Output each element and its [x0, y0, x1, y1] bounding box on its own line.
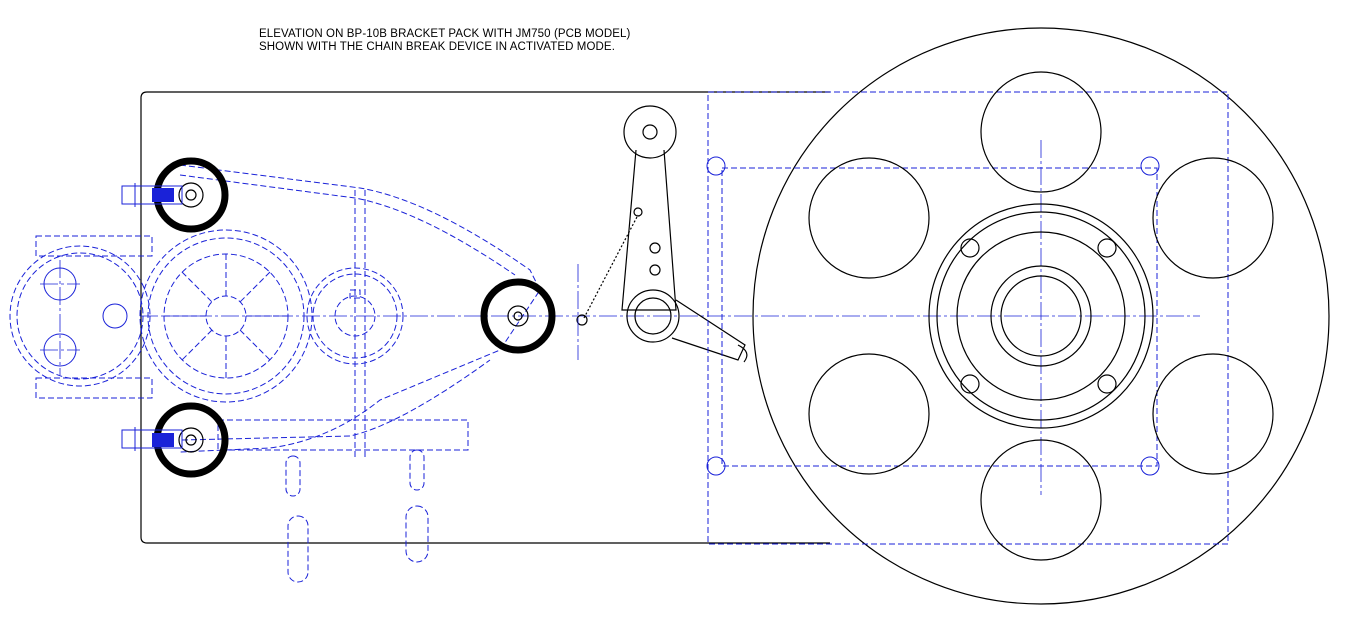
- pinion-sprocket: [306, 267, 404, 365]
- drawing-caption: ELEVATION ON BP-10B BRACKET PACK WITH JM…: [259, 28, 630, 54]
- caption-line-1: ELEVATION ON BP-10B BRACKET PACK WITH JM…: [259, 28, 631, 40]
- gearbox-housing: [140, 164, 1200, 460]
- small-drive-gear: [9, 235, 153, 399]
- mount-bolts: [121, 183, 183, 451]
- bracket-plate: [140, 91, 830, 544]
- hand-chain: [285, 449, 429, 583]
- caption-line-2: SHOWN WITH THE CHAIN BREAK DEVICE IN ACT…: [259, 41, 615, 53]
- chain-break-device: [576, 105, 748, 363]
- main-spur-gear: [139, 229, 313, 403]
- highlight-ring-right: [480, 278, 556, 354]
- large-sprocket: [706, 27, 1330, 605]
